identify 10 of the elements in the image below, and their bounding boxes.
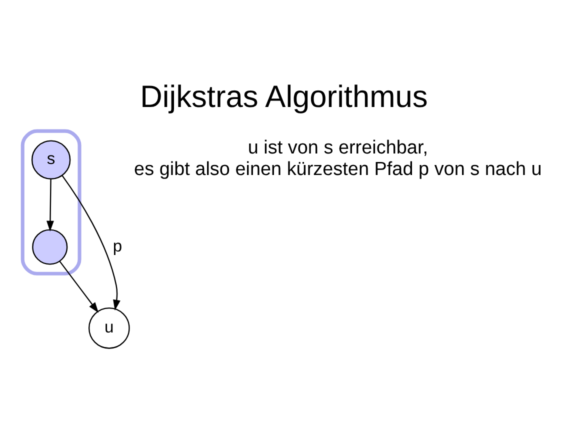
node-circle — [32, 229, 68, 265]
edge-label: p — [112, 236, 122, 256]
arrow — [59, 260, 99, 313]
node-circle: s — [31, 140, 71, 180]
cluster — [20, 129, 82, 276]
arrow — [62, 175, 120, 311]
node-circle: u — [88, 307, 130, 349]
arrow — [46, 179, 54, 232]
label: u ist von s erreichbar, es gibt also einen kürzesten Pfad p von s nach u — [134, 138, 542, 180]
diagram-title: Dijkstras Algorithmus — [140, 79, 428, 114]
